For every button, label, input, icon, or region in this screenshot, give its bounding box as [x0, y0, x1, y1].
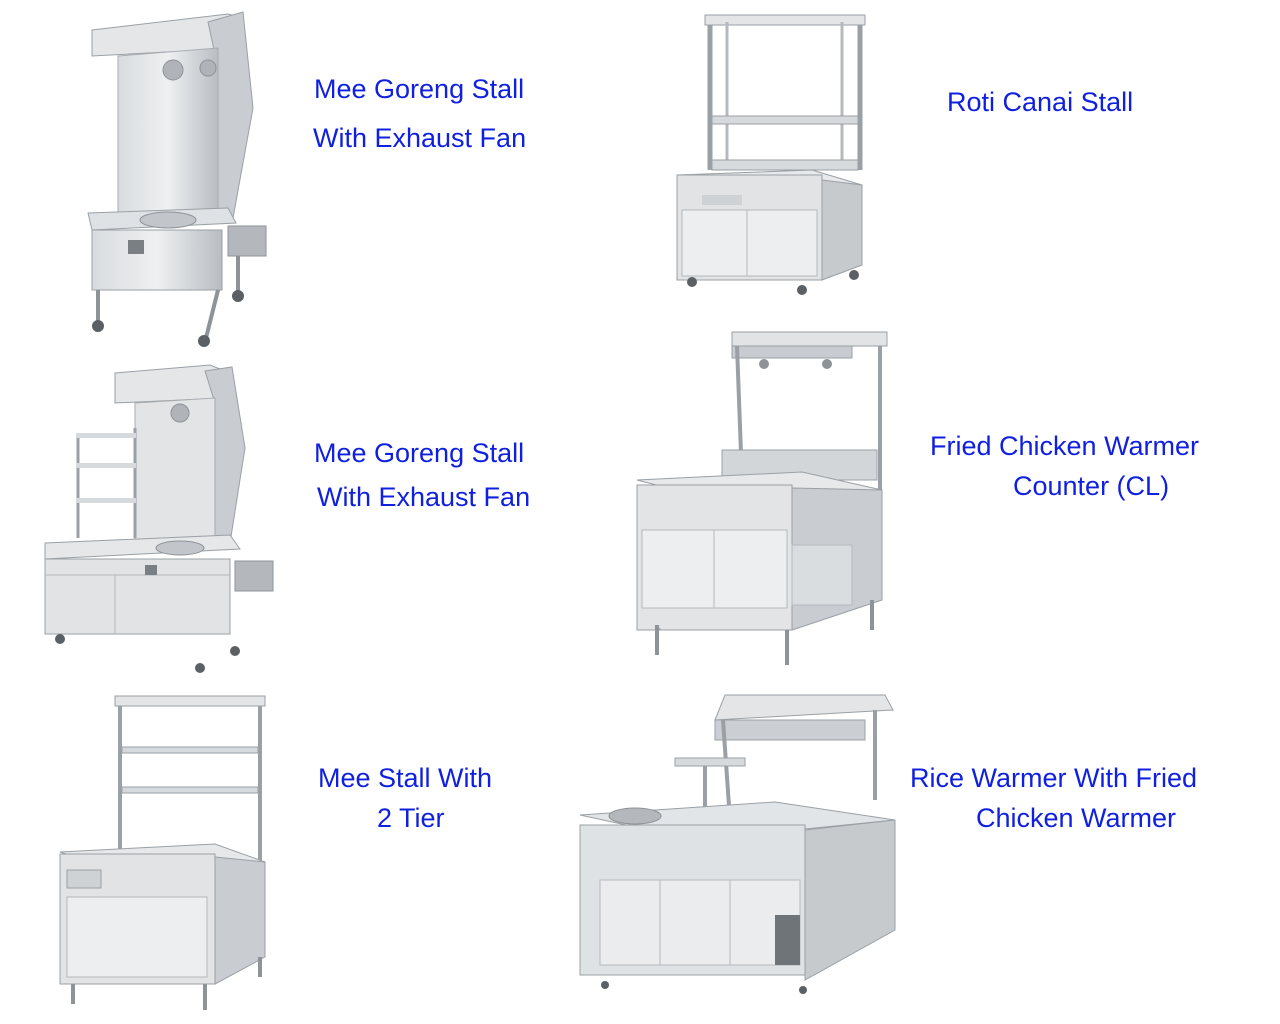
caption-line: Counter (CL) [1013, 471, 1170, 501]
mee-goreng-stall-image [87, 11, 267, 347]
caption-line: Mee Goreng Stall [314, 438, 525, 468]
caption-mee-goreng-stall-1: Mee Goreng Stall With Exhaust Fan [313, 74, 574, 156]
caption-line: 2 Tier [377, 803, 445, 833]
caption-line: Mee Goreng Stall [314, 74, 525, 104]
mee-stall-2-tier-image [59, 695, 266, 1010]
caption-line: Rice Warmer With Fried [910, 763, 1198, 793]
mee-goreng-stall-exhaust-image [44, 364, 274, 673]
fried-chicken-warmer-counter-image [636, 331, 888, 665]
caption-line: Fried Chicken Warmer [930, 431, 1200, 461]
caption-mee-goreng-stall-2: Mee Goreng Stall With Exhaust Fan [314, 440, 574, 520]
caption-fried-chicken-warmer-counter: Fried Chicken Warmer Counter (CL) [930, 433, 1260, 513]
caption-line: Chicken Warmer [976, 803, 1177, 833]
caption-line: With Exhaust Fan [313, 123, 527, 153]
caption-line: Roti Canai Stall [947, 87, 1134, 117]
rice-warmer-fried-chicken-image [579, 694, 896, 994]
caption-mee-stall-2-tier: Mee Stall With 2 Tier [318, 765, 538, 845]
caption-line: With Exhaust Fan [317, 482, 531, 512]
caption-line: Mee Stall With [318, 763, 493, 793]
roti-canai-stall-image [676, 14, 866, 295]
caption-rice-warmer-fried-chicken: Rice Warmer With Fried Chicken Warmer [910, 765, 1260, 845]
caption-roti-canai-stall: Roti Canai Stall [947, 89, 1187, 121]
